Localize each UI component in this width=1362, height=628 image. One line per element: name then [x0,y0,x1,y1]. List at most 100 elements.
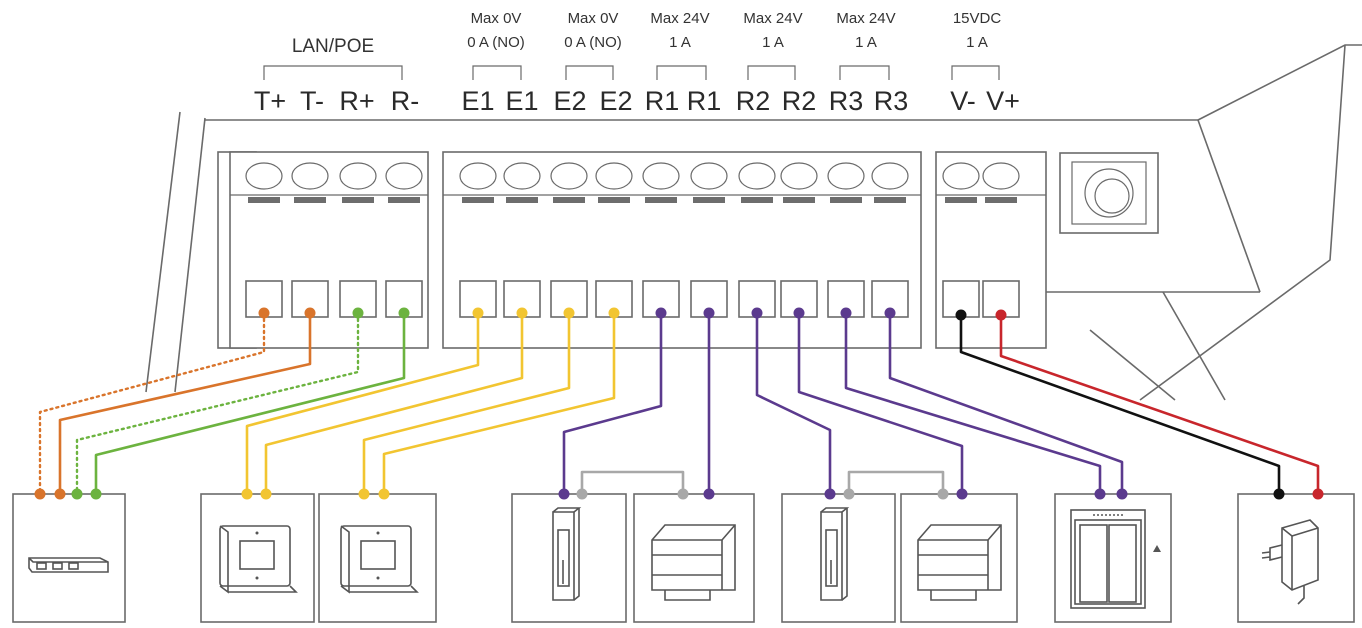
exit-button-2-box [318,493,437,623]
power-adapter-icon [1261,519,1319,605]
wire-r1-b-start-dot [703,307,715,319]
wire-r-minus-end-dot [90,488,102,500]
wire-r3-a-start-dot [840,307,852,319]
io-block-body [442,151,922,349]
terminal-screw-bar [830,197,862,203]
wire-r1-a [562,311,663,496]
power-adapter-box [1237,493,1355,623]
wire-r3-a-end-dot [1094,488,1106,500]
wire-r1-a-end-dot [558,488,570,500]
terminal-screw-bar [553,197,585,203]
elevator-icon [1070,509,1161,609]
terminal-label-r2-a: R2 [736,86,771,116]
terminal-label-r1-b: R1 [687,86,722,116]
wire-r-plus [75,311,360,496]
terminal-screw-bar [506,197,538,203]
controller-housing [145,44,1362,401]
terminal-screw-icon [690,162,728,190]
terminal-screw-icon [503,162,541,190]
rating-r2-line1: Max 24V [743,10,802,27]
housing-inner-edge [174,117,206,393]
wire-v-minus-start-dot [955,309,967,321]
wire-r-plus-end-dot [71,488,83,500]
terminal-block-power [935,151,1047,349]
wire-r2-b-end-dot [956,488,968,500]
network-switch-icon [28,557,109,573]
housing-ledge-inner [1089,329,1176,401]
housing-right-panel-side [1139,44,1346,401]
terminal-label-v-plus: V+ [986,86,1020,116]
wire-e2-a-end-dot [358,488,370,500]
lan-poe-label: LAN/POE [292,36,374,57]
wire-strike-psu-1-start-dot [576,488,588,500]
rating-e2-line1: Max 0V [568,10,619,27]
wire-strike-psu-2 [847,470,945,496]
wire-strike-psu-1-end-dot [677,488,689,500]
wire-e2-b-end-dot [378,488,390,500]
rating-e1-line1: Max 0V [471,10,522,27]
wire-v-plus-end-dot [1312,488,1324,500]
terminal-label-r3-b: R3 [874,86,909,116]
wire-e1-b [264,311,524,496]
device-electric-strike-2 [781,493,896,623]
terminal-screws-and-slots [245,162,1020,318]
header-labels: Max 0V 0 A (NO) Max 0V 0 A (NO) Max 24V … [254,10,1020,116]
bracket-e1 [472,65,522,80]
lan-block-body [229,151,429,349]
terminal-screw-bar [462,197,494,203]
wire-v-minus-end-dot [1273,488,1285,500]
wire-r-minus [94,311,406,496]
terminal-screw-icon [291,162,329,190]
wire-e1-b-start-dot [516,307,528,319]
wire-e1-a-start-dot [472,307,484,319]
terminal-label-e1-b: E1 [505,86,538,116]
terminal-label-r-plus: R+ [339,86,374,116]
wire-strike-psu-1 [580,470,685,496]
terminal-screw-bar [248,197,280,203]
terminal-screw-icon [827,162,865,190]
terminal-screw-icon [595,162,633,190]
terminal-wire-slot [942,280,980,318]
power-block-body [935,151,1047,349]
wire-strike-psu-2-end-dot [937,488,949,500]
wire-r2-b [797,311,964,496]
terminal-label-e2-a: E2 [553,86,586,116]
rotary-switch [1059,152,1159,234]
rotary-switch-frame [1071,161,1147,225]
bracket-r2 [747,65,796,80]
rating-r2-line2: 1 A [762,34,784,51]
terminal-screw-bar [741,197,773,203]
terminal-screw-bar [388,197,420,203]
wire-e2-a [362,311,571,496]
wire-r2-a-start-dot [751,307,763,319]
wire-e2-b [382,311,616,496]
wire-t-minus-start-dot [304,307,316,319]
wire-r2-b-start-dot [793,307,805,319]
terminal-screw-icon [550,162,588,190]
device-exit-button-2 [318,493,437,623]
terminal-screw-icon [942,162,980,190]
wire-r3-b [888,311,1124,496]
wire-r2-a [755,311,832,496]
terminal-screw-bar [645,197,677,203]
rating-pwr-line2: 1 A [966,34,988,51]
wire-r1-b-end-dot [703,488,715,500]
rotary-switch-body [1059,152,1159,234]
bracket-lan [263,65,403,80]
bracket-r1 [656,65,707,80]
terminal-label-t-plus: T+ [254,86,286,116]
housing-ledge-side [1162,291,1226,401]
rotary-knob-inner-icon [1094,178,1130,214]
wire-v-plus-start-dot [995,309,1007,321]
housing-right-panel-top [1197,44,1362,121]
din-rail-module-icon [651,524,736,601]
wire-t-minus-end-dot [54,488,66,500]
wire-t-plus [38,311,266,496]
terminal-screw-bar [985,197,1017,203]
wires [38,311,1320,496]
terminal-screw-bar [783,197,815,203]
bracket-r3 [839,65,890,80]
terminal-screw-icon [459,162,497,190]
terminal-label-r1-a: R1 [645,86,680,116]
